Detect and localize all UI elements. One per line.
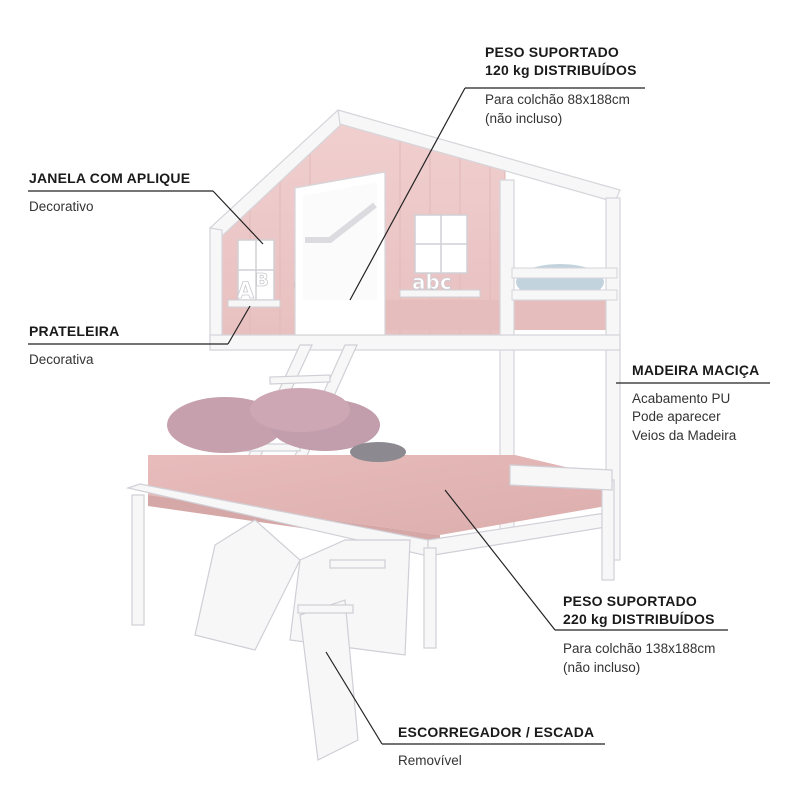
callout-slide-title: ESCORREGADOR / ESCADA [398,724,595,740]
callout-shelf-sub: Decorativa [29,351,94,367]
upper-weight-leader [349,87,466,301]
callout-lower-weight-sub: Para colchão 138x188cm (não incluso) [563,641,716,675]
slide-and-steps [194,519,411,761]
callout-slide: ESCORREGADOR / ESCADA Removível [398,724,594,770]
letters-abc-decor: abc [412,270,452,294]
callout-window-title: JANELA COM APLIQUE [29,170,191,186]
lower-frame [125,464,615,649]
callout-upper-weight: PESO SUPORTADO 120 kg DISTRIBUÍDOS Para … [485,44,637,128]
callout-upper-weight-sub: Para colchão 88x188cm (não incluso) [485,92,630,126]
shelf-leader [227,305,251,345]
house-door-frame [294,171,386,336]
callout-lower-weight-title: PESO SUPORTADO 220 kg DISTRIBUÍDOS [563,593,715,627]
upper-guard-rail [511,267,618,301]
window-right [414,214,468,274]
letter-b-decor: B [255,270,269,291]
callout-shelf: PRATELEIRA Decorativa [29,323,119,369]
lower-weight-leader [444,489,556,631]
callout-window-sub: Decorativo [29,198,94,214]
roof-frame [209,109,621,561]
callout-shelf-title: PRATELEIRA [29,323,120,339]
letter-a-decor: A [237,279,254,304]
lower-pillow-3 [250,388,350,432]
slide-leader [325,651,383,745]
window-leader [212,190,264,245]
callout-wood: MADEIRA MACIÇA Acabamento PU Pode aparec… [632,362,760,445]
callout-wood-sub: Acabamento PU Pode aparecer Veios da Mad… [632,390,737,443]
callout-wood-title: MADEIRA MACIÇA [632,362,760,378]
callout-slide-sub: Removível [398,752,462,768]
shelf-right: abc [399,270,481,298]
plush-toy [350,442,406,462]
shelf-left: A B [227,270,281,308]
callout-upper-weight-title: PESO SUPORTADO 120 kg DISTRIBUÍDOS [485,44,637,78]
callout-lower-weight: PESO SUPORTADO 220 kg DISTRIBUÍDOS Para … [563,593,715,677]
callout-window: JANELA COM APLIQUE Decorativo [29,170,190,216]
